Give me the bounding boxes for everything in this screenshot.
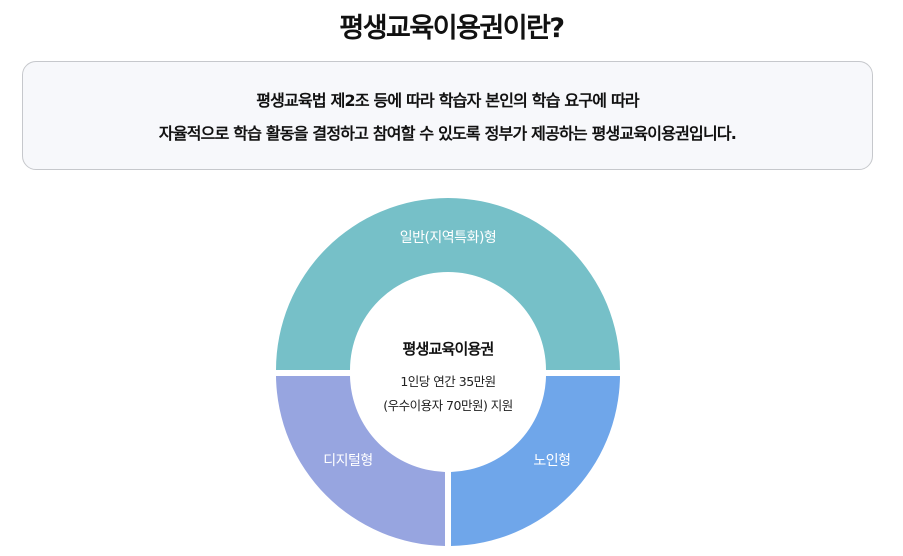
description-line-2: 자율적으로 학습 활동을 결정하고 참여할 수 있도록 정부가 제공하는 평생교…	[158, 124, 737, 143]
segment-digital	[276, 376, 445, 546]
center-excellent-user-line: (우수이용자 70만원) 지원	[383, 398, 513, 413]
center-title: 평생교육이용권	[402, 340, 493, 358]
segment-senior	[451, 376, 620, 546]
description-line-1: 평생교육법 제2조 등에 따라 학습자 본인의 학습 요구에 따라	[256, 91, 639, 110]
segment-general-regional	[276, 198, 620, 370]
segment-label-senior: 노인형	[533, 453, 570, 469]
page-title: 평생교육이용권이란?	[339, 13, 565, 44]
segment-label-digital: 디지털형	[323, 453, 373, 469]
segment-label-general-regional: 일반(지역특화)형	[400, 230, 497, 246]
description-box: 평생교육법 제2조 등에 따라 학습자 본인의 학습 요구에 따라 자율적으로 …	[22, 61, 873, 170]
center-amount-line: 1인당 연간 35만원	[400, 374, 495, 389]
